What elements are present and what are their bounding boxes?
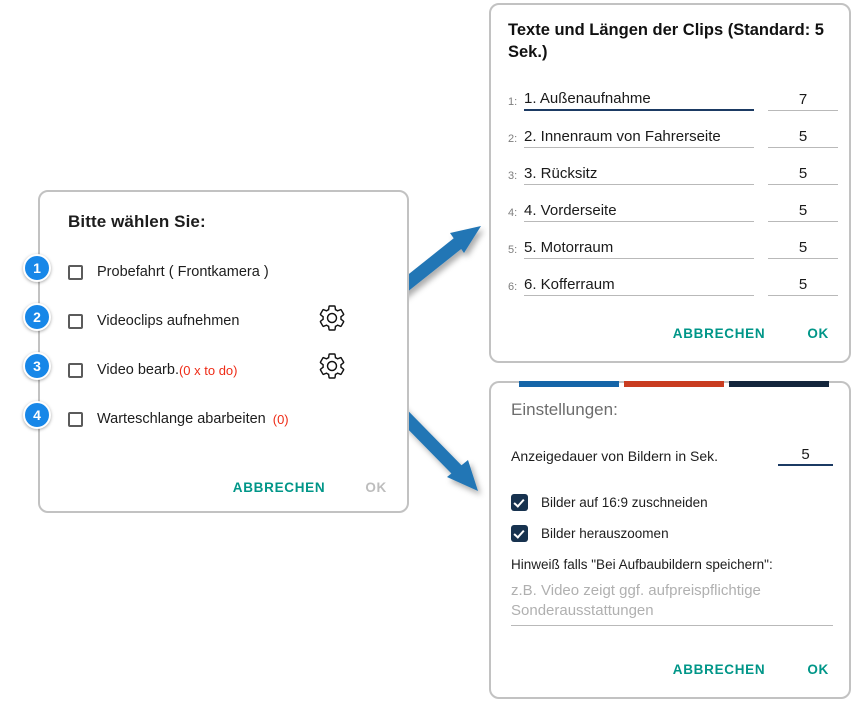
checkbox-probefahrt[interactable]: [68, 264, 83, 280]
gear-icon-videoclips[interactable]: [317, 303, 347, 333]
clip-length-input-4[interactable]: 5: [768, 202, 838, 222]
setting-label-zoom-out: Bilder herauszoomen: [541, 526, 669, 541]
clip-index-4: 4:: [508, 207, 518, 219]
option-row-video-bearb[interactable]: Video bearb. (0 x to do): [68, 357, 388, 383]
option-row-warteschlange[interactable]: Warteschlange abarbeiten (0): [68, 406, 388, 432]
settings-dialog-title: Einstellungen:: [511, 400, 618, 419]
hint-label: Hinweiß falls "Bei Aufbaubildern speiche…: [511, 557, 773, 572]
checkbox-crop-16-9[interactable]: [511, 494, 528, 511]
clip-row-4: 4: 4. Vorderseite 5: [508, 192, 838, 222]
clip-row-3: 3: 3. Rücksitz 5: [508, 155, 838, 185]
setting-row-crop-16-9[interactable]: Bilder auf 16:9 zuschneiden: [511, 494, 833, 511]
clip-text-input-2[interactable]: 2. Innenraum von Fahrerseite: [524, 128, 754, 148]
option-count-video-bearb: (0 x to do): [178, 362, 238, 378]
option-label-probefahrt: Probefahrt ( Frontkamera ): [97, 264, 269, 280]
clip-row-1: 1: 1. Außenaufnahme 7: [508, 81, 838, 111]
settings-ok-button[interactable]: OK: [799, 656, 837, 683]
clip-text-input-4[interactable]: 4. Vorderseite: [524, 202, 754, 222]
clip-length-input-5[interactable]: 5: [768, 239, 838, 259]
step-badge-3: 3: [23, 352, 51, 380]
settings-cancel-button[interactable]: ABBRECHEN: [665, 656, 774, 683]
main-cancel-button[interactable]: ABBRECHEN: [225, 474, 334, 501]
clip-index-2: 2:: [508, 133, 518, 145]
clip-length-input-6[interactable]: 5: [768, 276, 838, 296]
main-ok-button[interactable]: OK: [357, 474, 395, 501]
step-badge-4: 4: [23, 401, 51, 429]
clip-length-input-1[interactable]: 7: [768, 91, 838, 111]
settings-dialog: Einstellungen: Anzeigedauer von Bildern …: [489, 381, 851, 699]
clip-row-6: 6: 6. Kofferraum 5: [508, 266, 838, 296]
option-label-video-bearb: Video bearb.: [97, 362, 179, 378]
duration-label: Anzeigedauer von Bildern in Sek.: [511, 448, 719, 464]
clips-ok-button[interactable]: OK: [799, 320, 837, 347]
main-dialog-actions: ABBRECHEN OK: [225, 474, 395, 501]
checkbox-video-bearb[interactable]: [68, 362, 83, 378]
settings-dialog-actions: ABBRECHEN OK: [665, 656, 837, 683]
clip-texts-dialog: Texte und Längen der Clips (Standard: 5 …: [489, 3, 851, 363]
duration-row: Anzeigedauer von Bildern in Sek. 5: [511, 446, 833, 466]
clip-index-5: 5:: [508, 244, 518, 256]
clips-dialog-actions: ABBRECHEN OK: [665, 320, 837, 347]
clip-text-input-1[interactable]: 1. Außenaufnahme: [524, 90, 754, 111]
clip-text-input-6[interactable]: 6. Kofferraum: [524, 276, 754, 296]
clips-dialog-title: Texte und Längen der Clips (Standard: 5 …: [508, 21, 824, 62]
clip-index-6: 6:: [508, 281, 518, 293]
option-row-probefahrt[interactable]: Probefahrt ( Frontkamera ): [68, 259, 388, 285]
option-count-warteschlange: (0): [272, 411, 289, 427]
option-label-warteschlange: Warteschlange abarbeiten: [97, 411, 266, 427]
clip-row-2: 2: 2. Innenraum von Fahrerseite 5: [508, 118, 838, 148]
step-badge-2: 2: [23, 303, 51, 331]
setting-label-crop-16-9: Bilder auf 16:9 zuschneiden: [541, 495, 708, 510]
duration-input[interactable]: 5: [778, 446, 833, 466]
checkbox-zoom-out[interactable]: [511, 525, 528, 542]
checkbox-warteschlange[interactable]: [68, 411, 83, 427]
clip-row-5: 5: 5. Motorraum 5: [508, 229, 838, 259]
clip-index-3: 3:: [508, 170, 518, 182]
step-badge-1: 1: [23, 254, 51, 282]
clip-text-input-3[interactable]: 3. Rücksitz: [524, 165, 754, 185]
main-selection-dialog: Bitte wählen Sie: Probefahrt ( Frontkame…: [38, 190, 409, 513]
clip-text-input-5[interactable]: 5. Motorraum: [524, 239, 754, 259]
setting-row-zoom-out[interactable]: Bilder herauszoomen: [511, 525, 833, 542]
option-row-videoclips[interactable]: Videoclips aufnehmen: [68, 308, 388, 334]
gear-icon-settings[interactable]: [317, 351, 347, 381]
clip-index-1: 1:: [508, 96, 518, 108]
main-dialog-title: Bitte wählen Sie:: [68, 212, 206, 231]
clip-length-input-2[interactable]: 5: [768, 128, 838, 148]
option-label-videoclips: Videoclips aufnehmen: [97, 313, 240, 329]
clip-length-input-3[interactable]: 5: [768, 165, 838, 185]
checkbox-videoclips[interactable]: [68, 313, 83, 329]
clips-cancel-button[interactable]: ABBRECHEN: [665, 320, 774, 347]
hint-textarea[interactable]: z.B. Video zeigt ggf. aufpreispflichtige…: [511, 581, 833, 626]
